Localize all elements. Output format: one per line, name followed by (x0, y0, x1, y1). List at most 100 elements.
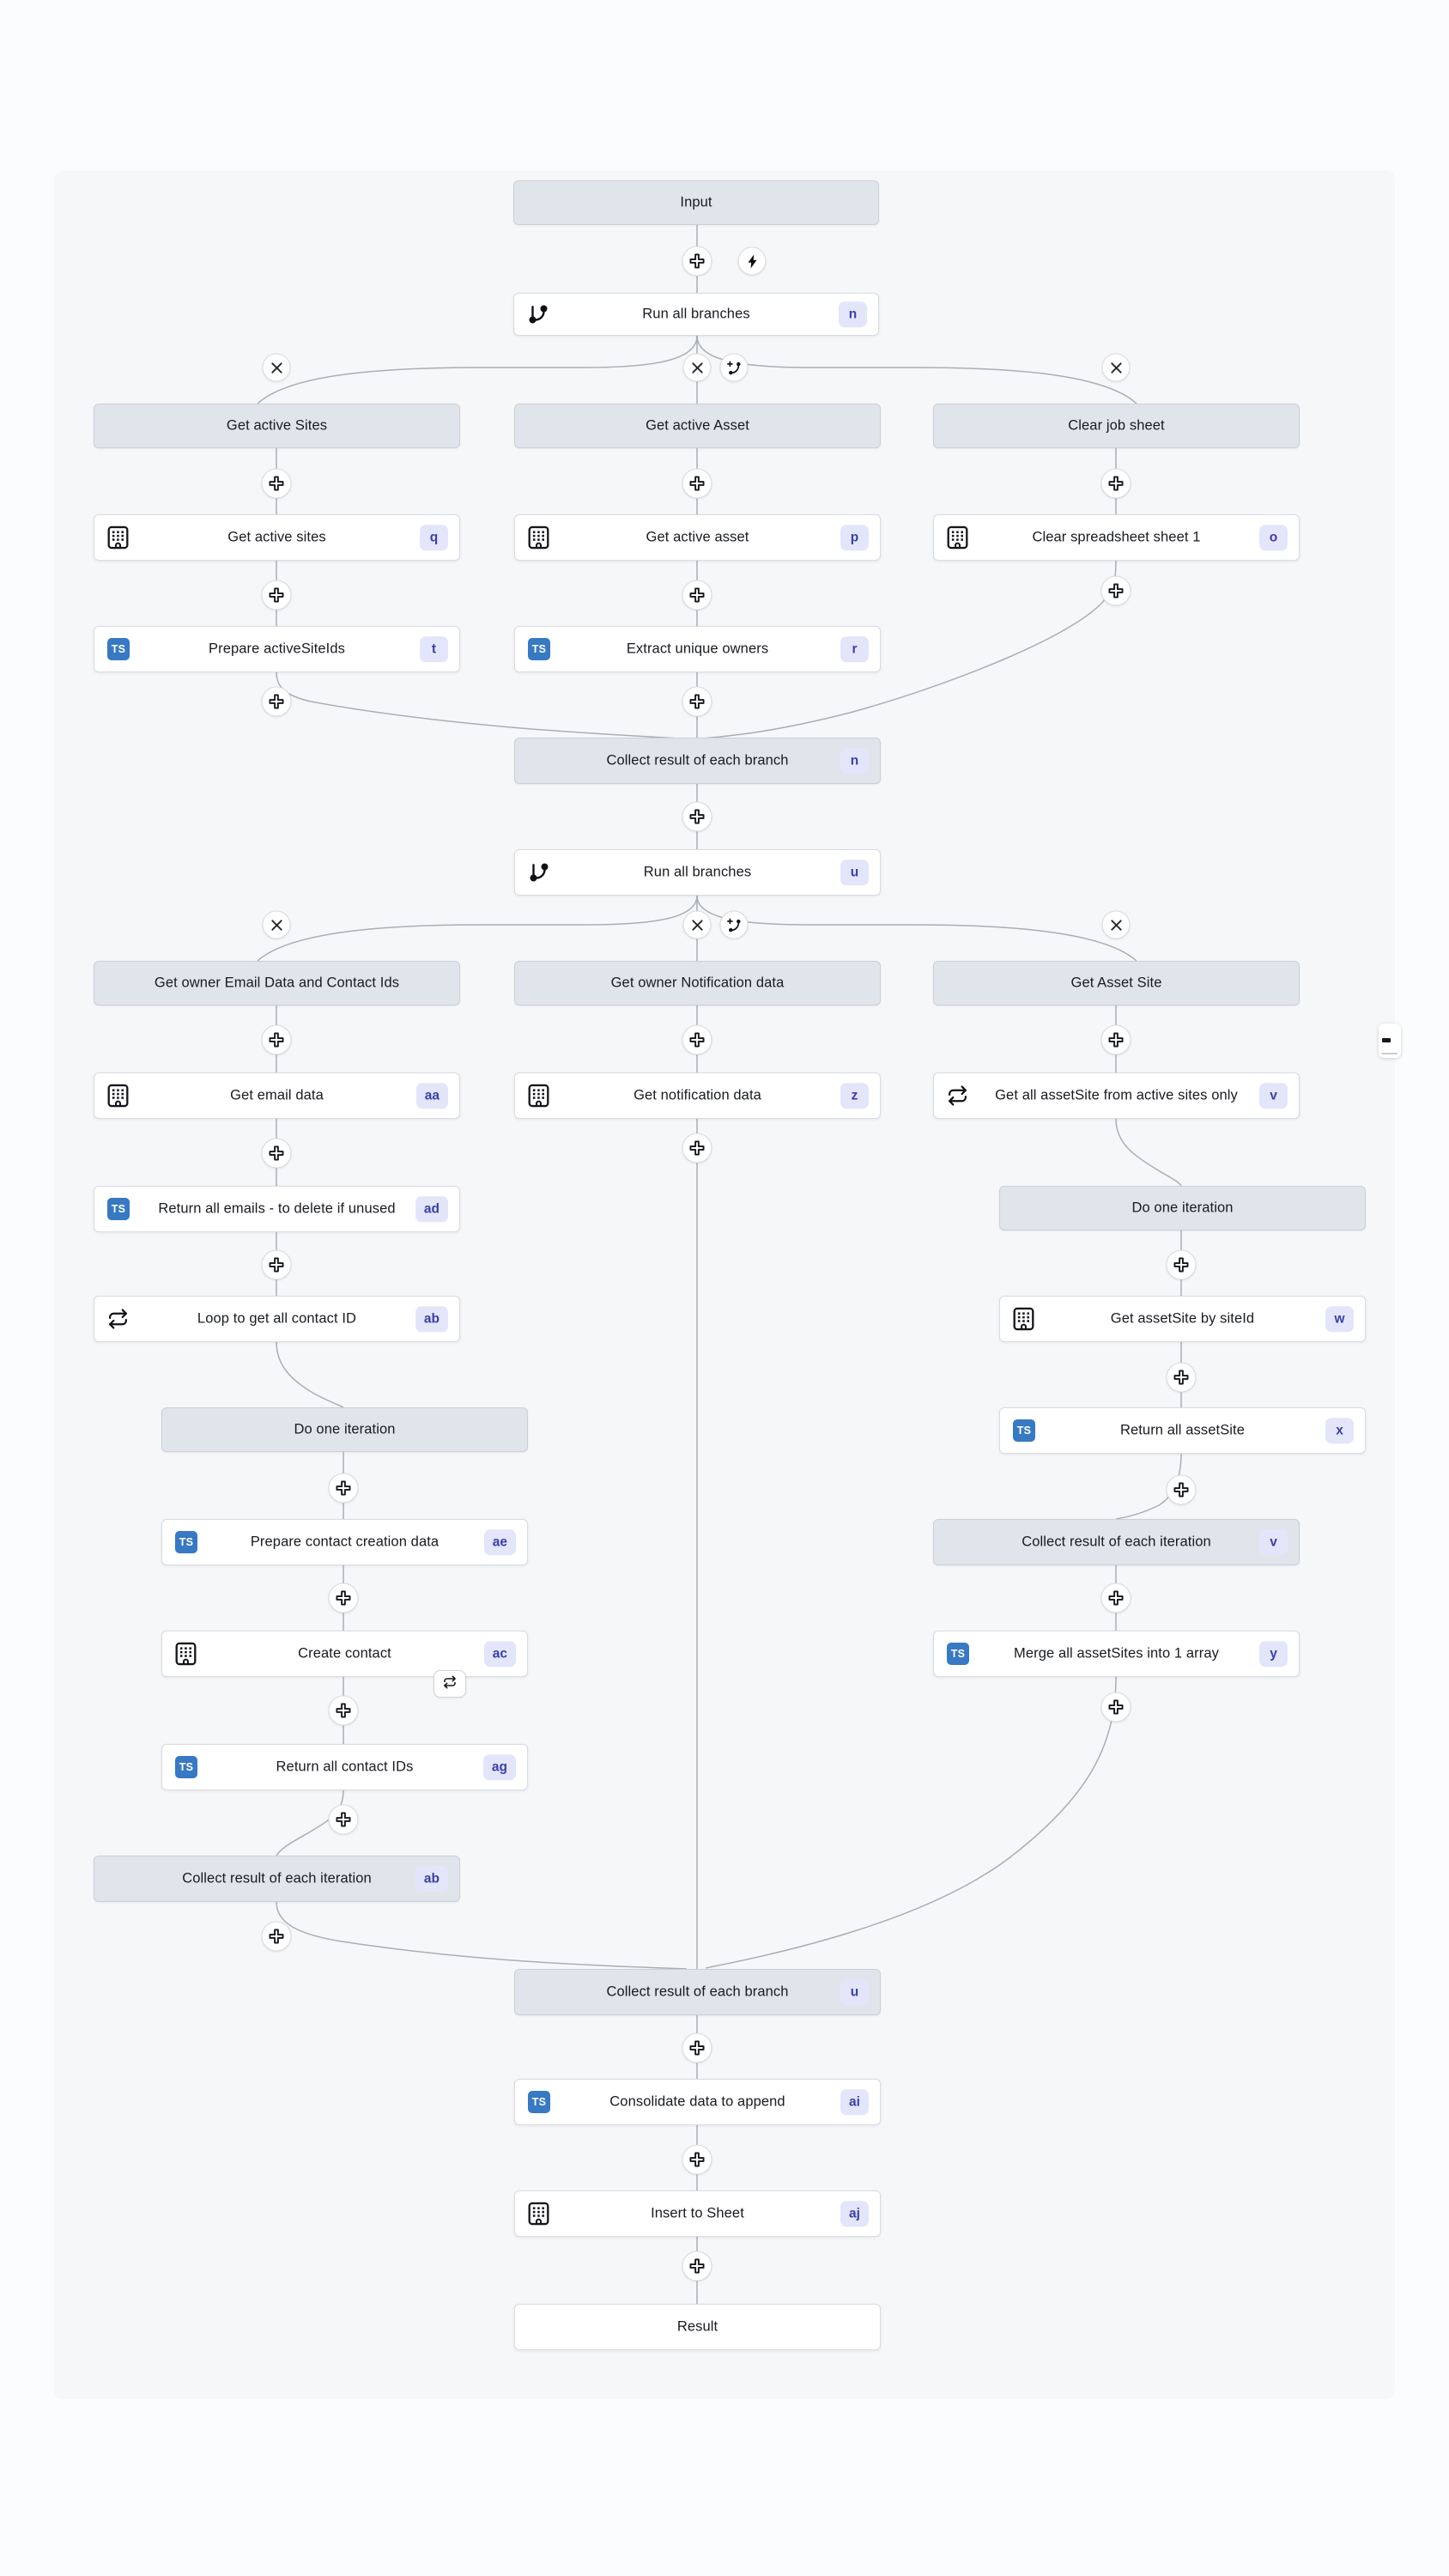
node-label: Return all emails - to delete if unused (158, 1200, 396, 1217)
add-step-button[interactable] (1100, 575, 1131, 606)
add-step-button[interactable] (682, 801, 712, 832)
add-step-button[interactable] (1100, 1692, 1131, 1722)
ts-icon: TS (1013, 1419, 1035, 1442)
plus-icon (1173, 1481, 1191, 1499)
branch-header-get-active-asset-node[interactable]: Get active Asset (514, 404, 881, 448)
node-key-badge: u (840, 860, 869, 885)
ts-icon: TS (107, 638, 130, 660)
add-step-button[interactable] (261, 1138, 292, 1169)
git-branch-icon (528, 861, 550, 884)
add-step-button[interactable] (682, 468, 712, 499)
node-key-badge: y (1259, 1641, 1288, 1667)
node-label: Clear job sheet (1068, 417, 1165, 434)
add-branch-button[interactable] (719, 910, 749, 939)
loop-indicator-badge[interactable] (433, 1670, 466, 1698)
plus-icon (688, 693, 706, 711)
add-step-button[interactable] (261, 1249, 292, 1280)
add-step-button[interactable] (682, 686, 712, 717)
add-step-button[interactable] (682, 246, 712, 276)
do-one-iteration-right-node[interactable]: Do one iteration (999, 1186, 1366, 1230)
branch-header-get-asset-site-node[interactable]: Get Asset Site (933, 961, 1300, 1005)
add-step-button[interactable] (1166, 1362, 1197, 1393)
building-icon (107, 1084, 129, 1108)
collapsed-panel[interactable] (1379, 1024, 1401, 1058)
return-all-emails-node[interactable]: TS Return all emails - to delete if unuse… (94, 1186, 460, 1232)
add-step-button[interactable] (682, 2144, 712, 2175)
branch-header-clear-job-sheet-node[interactable]: Clear job sheet (933, 404, 1300, 448)
add-step-button[interactable] (1166, 1474, 1197, 1505)
delete-branch-button[interactable] (682, 353, 712, 382)
add-step-button[interactable] (1166, 1249, 1197, 1280)
get-all-assetsite-node[interactable]: Get all assetSite from active sites only… (933, 1072, 1300, 1119)
plus-icon (688, 2151, 706, 2169)
add-step-button[interactable] (1100, 468, 1131, 499)
delete-branch-button[interactable] (1101, 910, 1131, 939)
delete-branch-button[interactable] (262, 910, 291, 939)
add-step-button[interactable] (328, 1583, 359, 1613)
ts-icon: TS (528, 638, 550, 660)
add-step-button[interactable] (328, 1695, 359, 1726)
do-one-iteration-left-node[interactable]: Do one iteration (161, 1407, 528, 1452)
trigger-button[interactable] (737, 246, 767, 276)
node-key-badge: w (1325, 1306, 1354, 1332)
add-step-button[interactable] (682, 1024, 712, 1055)
plus-icon (268, 1928, 286, 1946)
branch-header-get-active-sites-node[interactable]: Get active Sites (94, 404, 460, 448)
add-step-button[interactable] (261, 468, 292, 499)
branch-header-get-owner-email-node[interactable]: Get owner Email Data and Contact Ids (94, 961, 460, 1005)
add-step-button[interactable] (328, 1804, 359, 1835)
add-step-button[interactable] (682, 2032, 712, 2063)
add-step-button[interactable] (261, 580, 292, 611)
input-node[interactable]: Input (513, 180, 879, 225)
add-step-button[interactable] (682, 2251, 712, 2281)
add-step-button[interactable] (1100, 1583, 1131, 1613)
delete-branch-button[interactable] (262, 353, 291, 382)
add-step-button[interactable] (261, 1921, 292, 1952)
delete-branch-button[interactable] (1101, 353, 1131, 382)
delete-branch-button[interactable] (682, 910, 712, 939)
add-branch-button[interactable] (719, 353, 749, 382)
flow-canvas[interactable] (54, 171, 1395, 2399)
add-step-button[interactable] (261, 686, 292, 717)
branch-header-get-owner-notification-node[interactable]: Get owner Notification data (514, 961, 881, 1005)
add-step-button[interactable] (682, 580, 712, 611)
building-icon (528, 2202, 549, 2226)
result-node[interactable]: Result (514, 2304, 881, 2350)
x-icon (689, 917, 705, 933)
node-key-badge: ad (415, 1196, 448, 1222)
ts-icon: TS (107, 1198, 130, 1220)
node-key-badge: v (1259, 1529, 1288, 1555)
node-label: Get active asset (646, 529, 749, 545)
plus-icon (1173, 1369, 1191, 1387)
add-step-button[interactable] (261, 1024, 292, 1055)
plus-icon (1107, 1589, 1125, 1607)
ts-icon: TS (175, 1756, 197, 1778)
add-step-button[interactable] (682, 1133, 712, 1163)
node-label: Result (676, 2318, 718, 2335)
add-step-button[interactable] (1100, 1024, 1131, 1055)
add-step-button[interactable] (328, 1473, 359, 1504)
plus-icon (688, 475, 706, 493)
